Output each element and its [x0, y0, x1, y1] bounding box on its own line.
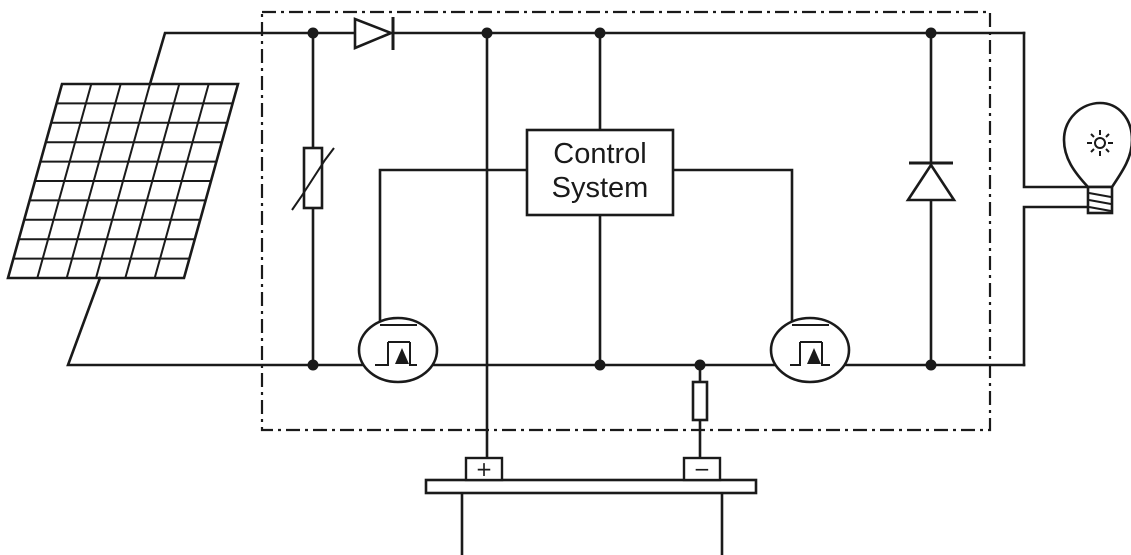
control-system-label-line2: System — [552, 172, 649, 204]
shunt-resistor-icon — [691, 380, 709, 422]
blocking-diode-icon — [353, 17, 395, 50]
solar-panel-icon — [6, 82, 240, 280]
battery-negative-label: − — [694, 457, 711, 481]
battery-positive-label: + — [476, 457, 493, 481]
lamp-icon — [1062, 101, 1131, 215]
mosfet-left-icon — [357, 316, 439, 384]
load-diode-icon — [905, 161, 957, 202]
varistor-icon — [291, 146, 335, 211]
controller-enclosure — [260, 10, 992, 432]
control-system-label-line1: Control — [553, 138, 647, 170]
battery-icon: + − — [424, 456, 758, 555]
battery-positive-terminal — [464, 456, 504, 482]
junction-dots — [307, 27, 937, 371]
mosfet-right-icon — [769, 316, 851, 384]
control-system-box: Control System — [525, 128, 675, 217]
battery-negative-terminal — [682, 456, 722, 482]
